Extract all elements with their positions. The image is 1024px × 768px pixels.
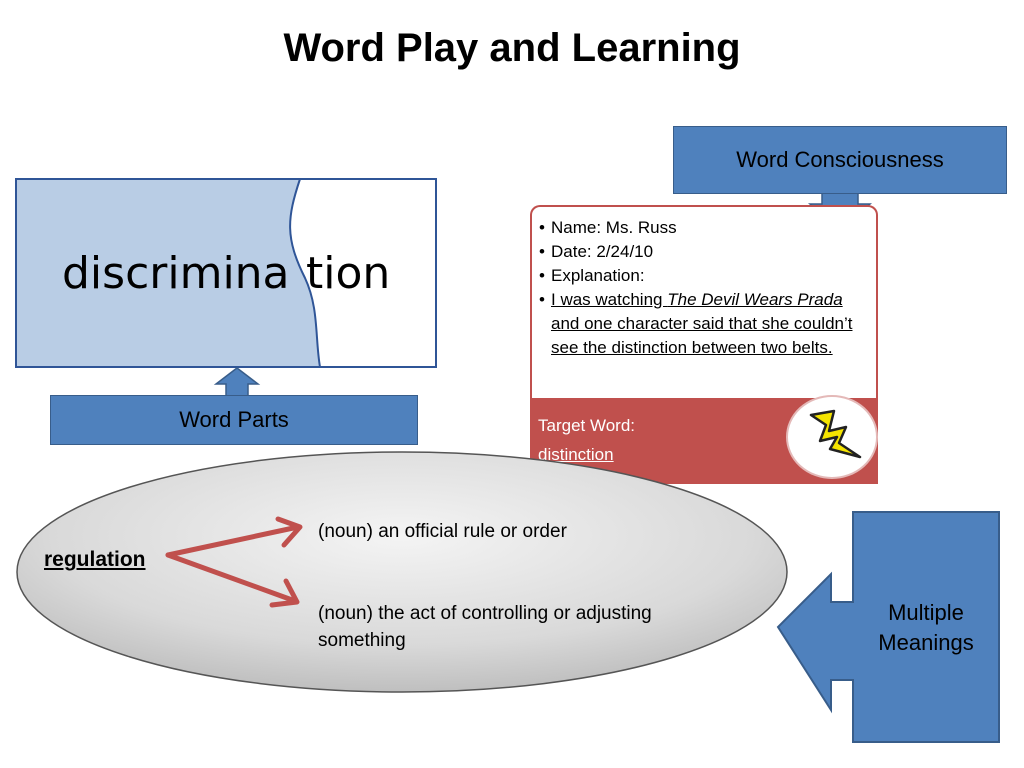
word-parts-label: Word Parts: [50, 395, 418, 445]
word-parts-up-arrow: [213, 367, 261, 398]
card-name: Name: Ms. Russ: [539, 216, 864, 240]
target-word-label: Target Word:: [538, 416, 636, 435]
word-card: Name: Ms. Russ Date: 2/24/10 Explanation…: [530, 205, 878, 398]
explanation-pre: I was watching: [551, 290, 668, 309]
word-part-suffix: tion: [306, 248, 391, 299]
card-explanation: I was watching The Devil Wears Prada and…: [539, 288, 864, 360]
meaning-arrows: [165, 516, 303, 608]
meanings-ellipse: [16, 451, 788, 693]
definition-2: (noun) the act of controlling or adjusti…: [318, 603, 652, 651]
slide-title: Word Play and Learning: [283, 26, 741, 70]
word-parts-box: [15, 178, 437, 368]
definition-1: (noun) an official rule or order: [318, 521, 567, 542]
multiple-meaning-word: regulation: [44, 548, 146, 571]
card-details-list: Name: Ms. Russ Date: 2/24/10 Explanation…: [532, 207, 876, 360]
target-word: distinction: [538, 445, 614, 464]
card-explanation-label: Explanation:: [539, 264, 864, 288]
lightning-bolt-icon: [786, 395, 878, 479]
multiple-meanings-callout: [776, 511, 1000, 743]
card-date: Date: 2/24/10: [539, 240, 864, 264]
explanation-title: The Devil Wears Prada: [667, 290, 843, 309]
multiple-meanings-line-2: Meanings: [878, 630, 974, 655]
word-consciousness-label: Word Consciousness: [673, 126, 1007, 194]
explanation-post: and one character said that she couldn’t…: [551, 314, 853, 357]
word-part-root: discrimina: [62, 248, 290, 299]
multiple-meanings-line-1: Multiple: [888, 600, 964, 625]
multiple-meanings-label: Multiple Meanings: [852, 598, 1000, 658]
